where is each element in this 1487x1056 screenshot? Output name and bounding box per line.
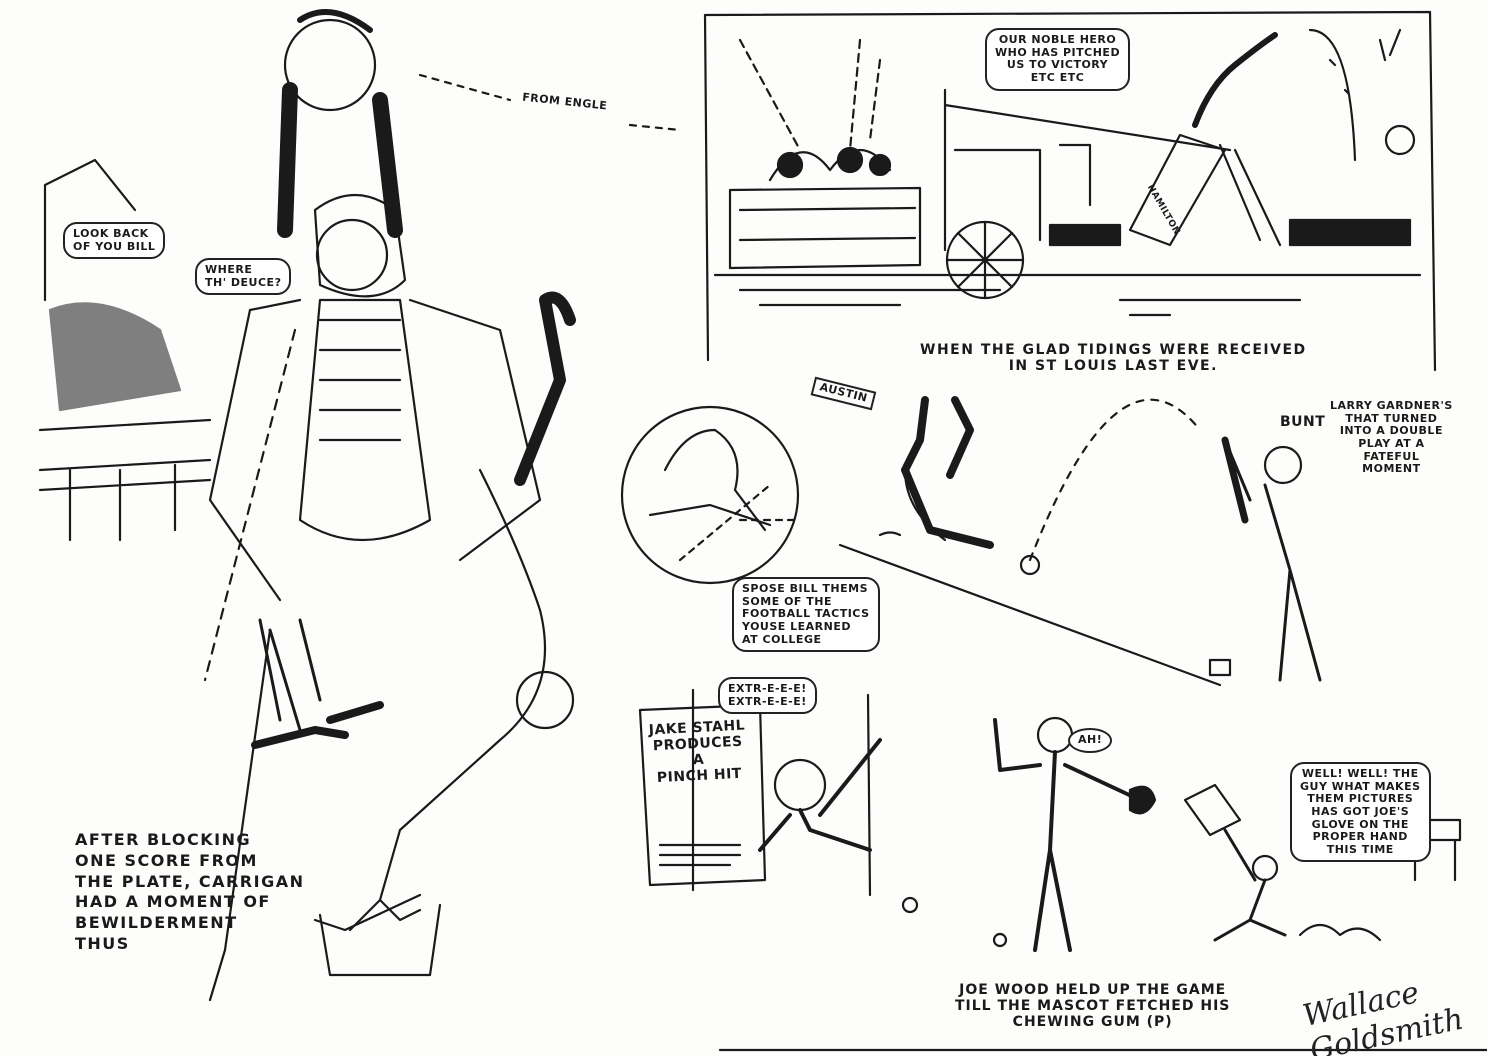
speech-bubble-catcher: Where th' deuce? [195,258,292,296]
speech-bubble-hero: Our noble hero who has pitched us to vic… [985,28,1131,91]
speech-bubble-ah: Ah! [1068,728,1113,753]
speech-bubble-glove: Well! Well! The guy what makes them pict… [1290,762,1431,863]
bunt-word: Bunt [1280,414,1326,430]
joe-wood-figure [992,716,1462,952]
speech-bubble-crowd: Look back of you Bill [63,222,166,260]
joe-wood-caption: Joe Wood held up the game till the masco… [955,982,1231,1031]
catcher-figure [208,9,542,977]
newsboy-panel [638,688,919,914]
grandstand [38,158,212,542]
st-louis-panel-frame [703,10,1437,372]
newspaper-headline: Jake Stahl produces a pinch hit [648,717,746,787]
st-louis-caption: When the glad tidings were received in S… [920,342,1307,375]
bunt-caption: Larry Gardner's that turned into a doubl… [1330,399,1453,476]
bunt-scene [838,396,1322,687]
football-inset [620,405,802,585]
dashed-trajectory [203,328,297,682]
baseline [208,628,272,1002]
sliding-runner [348,291,576,932]
newsboy-shout: Extr-e-e-e! Extr-e-e-e! [718,677,817,715]
pointer-line [418,73,682,132]
catcher-caption: After blocking one score from the plate,… [75,830,305,953]
speech-bubble-football: Spose Bill thems some of the football ta… [732,577,880,653]
